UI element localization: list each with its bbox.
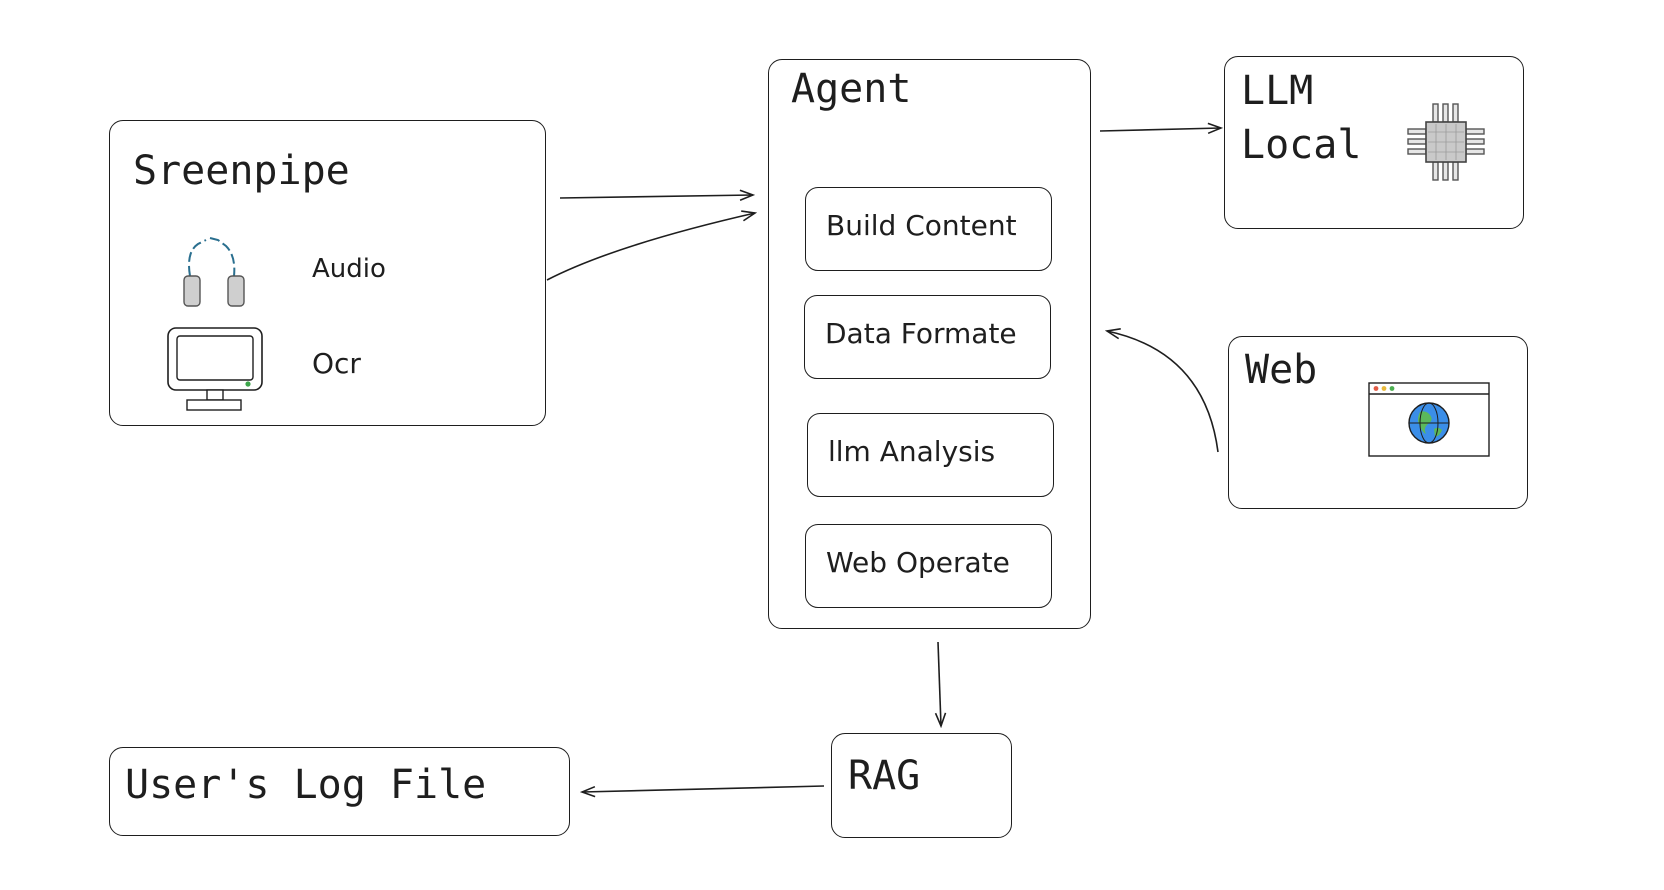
headphones-icon: [183, 237, 245, 307]
module-label-data-formate: Data Formate: [825, 317, 1017, 350]
arrow-agent-to-llm: [1099, 128, 1221, 131]
arrow-rag-to-log: [582, 785, 825, 792]
agent-box[interactable]: [768, 59, 1091, 629]
module-data-formate[interactable]: [804, 295, 1051, 379]
module-label-build-content: Build Content: [826, 209, 1017, 242]
browser-globe-icon: [1368, 382, 1490, 457]
web-box[interactable]: [1228, 336, 1528, 509]
ocr-label: Ocr: [312, 347, 361, 380]
module-build-content[interactable]: [805, 187, 1052, 271]
screenpipe-title: Sreenpipe: [133, 148, 350, 194]
users-log-file-title: User's Log File: [125, 762, 487, 808]
llm-title-line1: LLM: [1241, 68, 1314, 114]
arrow-agent-to-rag: [938, 641, 941, 726]
rag-title: RAG: [848, 753, 921, 799]
module-label-web-operate: Web Operate: [826, 546, 1010, 579]
llm-local-box[interactable]: [1224, 56, 1524, 229]
web-title: Web: [1245, 347, 1318, 393]
arrow-screenpipe-to-agent-top: [559, 195, 753, 198]
monitor-icon: [167, 327, 263, 411]
module-label-llm-analysis: llm Analysis: [828, 435, 996, 468]
module-web-operate[interactable]: [805, 524, 1052, 608]
chip-icon: [1407, 103, 1485, 181]
rag-box[interactable]: [831, 733, 1012, 838]
module-llm-analysis[interactable]: [807, 413, 1054, 497]
arrow-screenpipe-to-agent-curve: [546, 213, 755, 281]
audio-label: Audio: [312, 254, 386, 284]
agent-title: Agent: [791, 66, 912, 112]
arrow-web-to-agent: [1107, 331, 1219, 453]
screenpipe-box[interactable]: [109, 120, 546, 426]
users-log-file-box[interactable]: [109, 747, 570, 836]
llm-title-line2: Local: [1241, 122, 1362, 168]
